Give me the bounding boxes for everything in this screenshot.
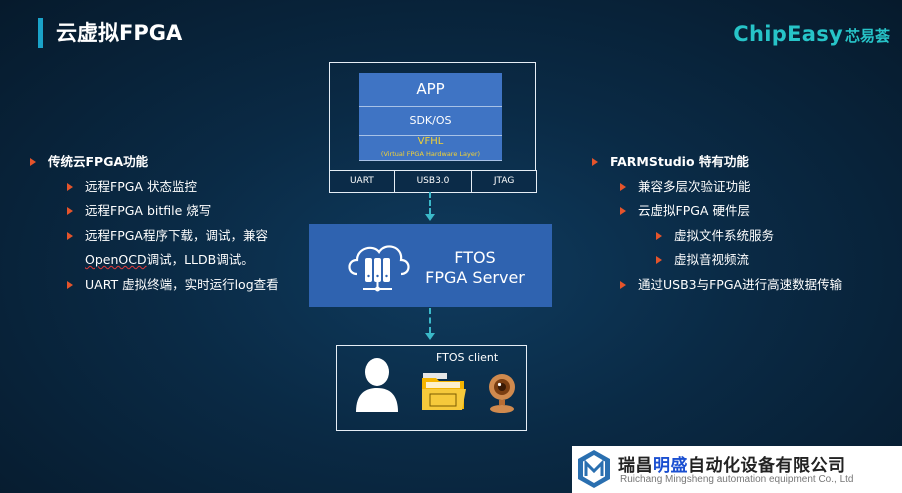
bullet-triangle-icon	[620, 207, 626, 216]
cloud-server-icon	[348, 245, 410, 292]
company-name-cn: 瑞昌明盛自动化设备有限公司	[618, 451, 846, 476]
bullet-triangle-icon	[67, 182, 73, 191]
list-heading-text: 传统云FPGA功能	[48, 154, 149, 169]
client-label: FTOS client	[436, 351, 499, 364]
page-title: 云虚拟FPGA	[56, 21, 183, 45]
list-item-text: 远程FPGA bitfile 烧写	[85, 203, 212, 218]
stack-layer-vfhl: VFHL (Virtual FPGA Hardware Layer)	[359, 136, 502, 161]
bullet-triangle-icon	[592, 158, 598, 167]
list-item-text: 云虚拟FPGA 硬件层	[638, 203, 750, 218]
port-usb3: USB3.0	[395, 171, 473, 192]
list-item-text: 兼容多层次验证功能	[638, 178, 751, 194]
connector-line-top	[429, 192, 431, 214]
company-name-part: 自动化设备有限公司	[688, 456, 846, 476]
list-item: 远程FPGA程序下载，调试，兼容	[30, 224, 279, 249]
folder-icon	[422, 373, 466, 410]
list-sub-item: 虚拟文件系统服务	[592, 224, 842, 249]
bullet-triangle-icon	[67, 207, 73, 216]
list-item: 通过USB3与FPGA进行高速数据传输	[592, 273, 842, 298]
bullet-triangle-icon	[620, 280, 626, 289]
bullet-triangle-icon	[620, 182, 626, 191]
port-jtag: JTAG	[493, 176, 515, 186]
list-sub-item: 虚拟音视频流	[592, 248, 842, 273]
list-item: UART 虚拟终端，实时运行log查看	[30, 273, 279, 298]
list-heading: FARMStudio 特有功能	[592, 150, 842, 175]
left-feature-list: 传统云FPGA功能 远程FPGA 状态监控 远程FPGA bitfile 烧写 …	[30, 150, 279, 297]
list-item-text: UART 虚拟终端，实时运行log查看	[85, 276, 279, 292]
arrow-down-icon	[425, 333, 435, 340]
user-icon	[356, 358, 398, 412]
port-uart: UART	[330, 171, 395, 192]
list-item-text: 调试，LLDB调试。	[146, 252, 254, 267]
bullet-triangle-icon	[656, 256, 662, 265]
company-logo-icon	[578, 450, 610, 488]
right-feature-list: FARMStudio 特有功能 兼容多层次验证功能 云虚拟FPGA 硬件层 虚拟…	[592, 150, 842, 297]
list-item-text: 虚拟文件系统服务	[674, 227, 775, 243]
server-label: FTOS FPGA Server	[415, 248, 535, 288]
list-item-text: 远程FPGA 状态监控	[85, 178, 197, 194]
connector-line-bottom	[429, 308, 431, 333]
list-item: 远程FPGA bitfile 烧写	[30, 199, 279, 224]
webcam-icon	[489, 374, 515, 413]
bullet-triangle-icon	[67, 231, 73, 240]
list-item-text: 远程FPGA程序下载，调试，兼容	[85, 227, 268, 243]
stack-layer-sdk: SDK/OS	[359, 107, 502, 136]
server-line-2: FPGA Server	[425, 268, 525, 287]
list-heading-text: FARMStudio 特有功能	[610, 154, 749, 169]
list-item: 远程FPGA 状态监控	[30, 175, 279, 200]
company-name-en: Ruichang Mingsheng automation equipment …	[620, 474, 854, 485]
list-item: 兼容多层次验证功能	[592, 175, 842, 200]
company-watermark	[572, 446, 902, 493]
brand-logo: ChipEasy 芯易荟	[733, 22, 890, 46]
list-item-text: 通过USB3与FPGA进行高速数据传输	[638, 276, 843, 292]
server-line-1: FTOS	[454, 248, 496, 267]
vfhl-sublabel: (Virtual FPGA Hardware Layer)	[380, 150, 481, 158]
vfhl-label: VFHL	[417, 136, 444, 147]
list-item-text: 虚拟音视频流	[674, 252, 750, 267]
arrow-down-icon	[425, 214, 435, 221]
list-item: 云虚拟FPGA 硬件层	[592, 199, 842, 224]
list-heading: 传统云FPGA功能	[30, 150, 279, 175]
company-name-highlight: 明盛	[653, 456, 688, 476]
stack-layer-app: APP	[359, 73, 502, 107]
company-name-part: 瑞昌	[618, 456, 653, 476]
list-item-text: OpenOCD	[85, 252, 147, 267]
title-accent-bar	[38, 18, 43, 48]
brand-name-en: ChipEasy	[733, 22, 843, 46]
bullet-triangle-icon	[67, 280, 73, 289]
port-row: UART USB3.0 JTAG	[329, 170, 537, 193]
ftos-client-box	[336, 345, 527, 431]
bullet-triangle-icon	[30, 158, 36, 167]
brand-name-cn: 芯易荟	[844, 27, 890, 45]
bullet-triangle-icon	[656, 231, 662, 240]
